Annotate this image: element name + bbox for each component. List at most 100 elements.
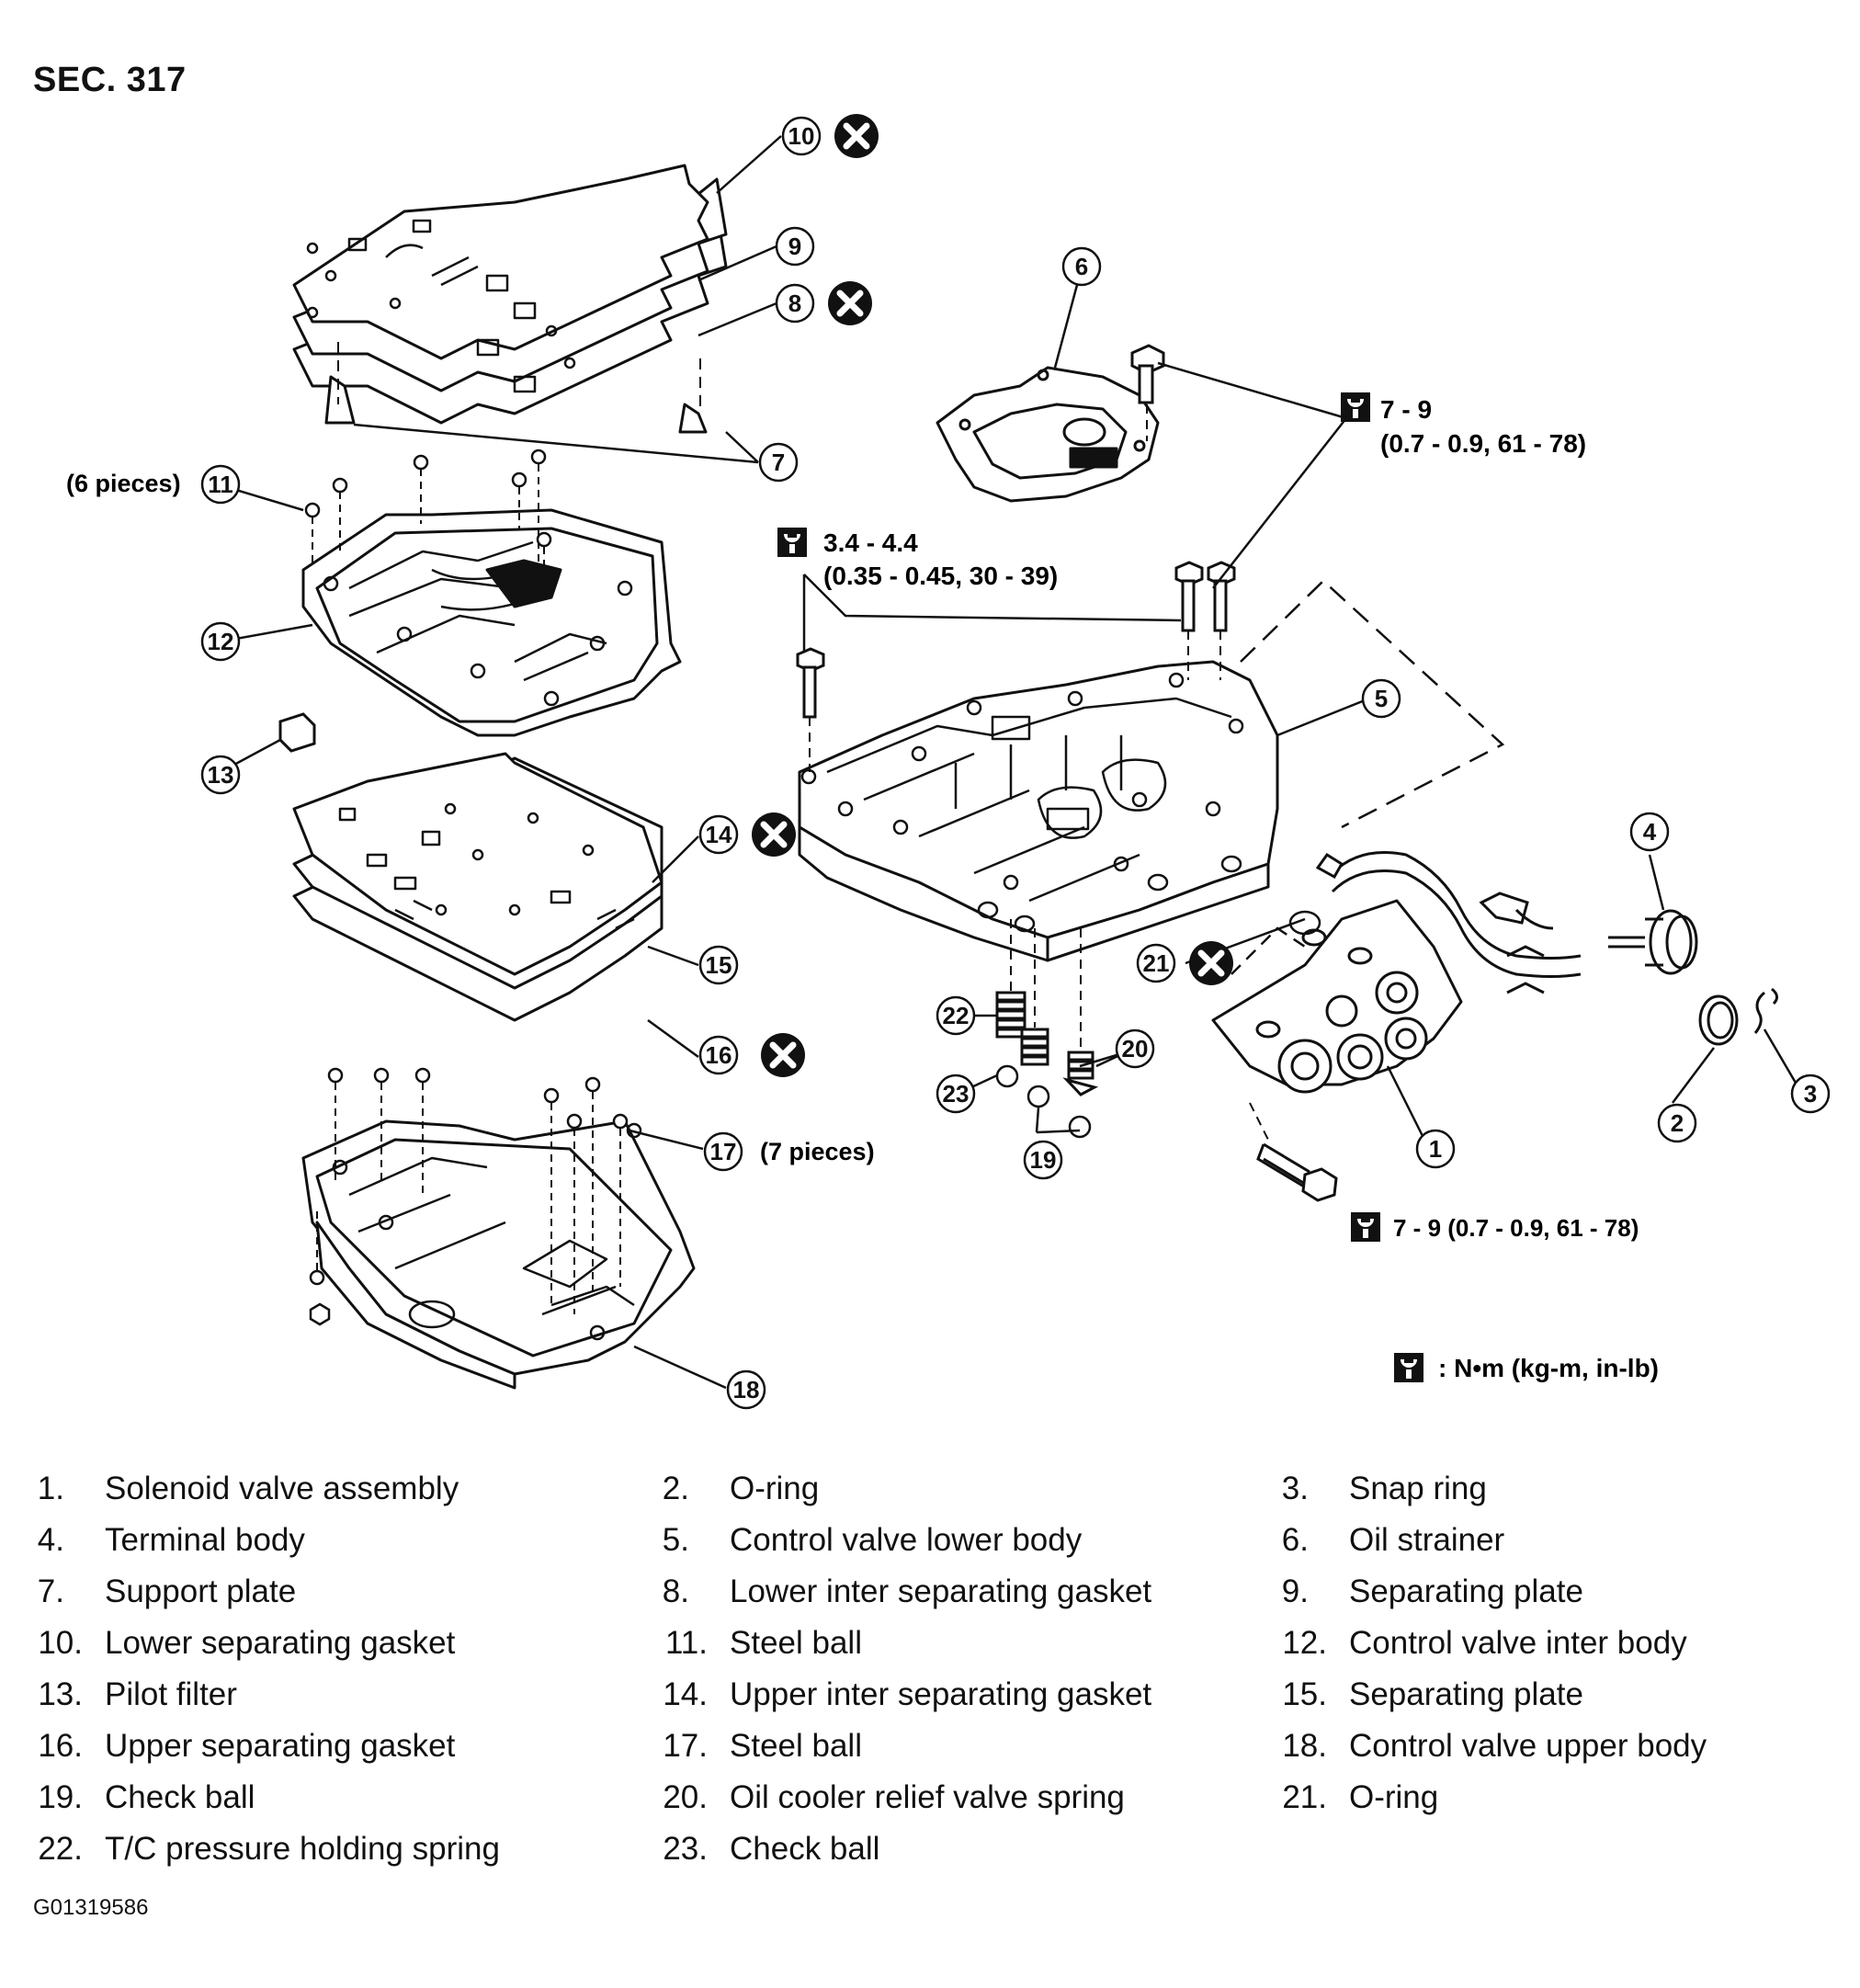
legend-item: 1.Solenoid valve assembly — [37, 1471, 459, 1506]
legend-item: 13.Pilot filter — [38, 1676, 237, 1712]
svg-text:22: 22 — [943, 1002, 970, 1029]
callout-16: 16 — [698, 1035, 739, 1075]
svg-text:14: 14 — [706, 821, 732, 848]
callout-18: 18 — [726, 1369, 766, 1410]
svg-text:13: 13 — [208, 761, 234, 789]
legend-item: 17.Steel ball — [663, 1728, 862, 1764]
legend-item: 20.Oil cooler relief valve spring — [663, 1779, 1125, 1815]
callout-7: 7 — [758, 442, 799, 483]
legend-item: 6.Oil strainer — [1281, 1522, 1505, 1558]
legend-item: 18.Control valve upper body — [1282, 1728, 1707, 1764]
svg-text:15: 15 — [706, 951, 732, 979]
torque-spec-solenoid: 7 - 9 (0.7 - 0.9, 61 - 78) — [1393, 1214, 1639, 1242]
svg-text:3: 3 — [1804, 1080, 1817, 1108]
legend-item: 4.Terminal body — [37, 1522, 305, 1558]
callout-5: 5 — [1361, 678, 1401, 719]
callout-14: 14 — [698, 814, 739, 855]
exploded-view-drawing: 10 9 8 7 6 11 12 13 14 15 16 17 18 5 4 2… — [66, 0, 1831, 1410]
oil-strainer — [936, 366, 1160, 503]
control-valve-inter-body — [301, 508, 682, 737]
svg-text:5: 5 — [1375, 685, 1388, 712]
callout-3: 3 — [1790, 1074, 1831, 1114]
torque-wrench-icon — [777, 528, 807, 557]
lower-body-bolts — [796, 561, 1236, 719]
svg-text:2: 2 — [1671, 1109, 1684, 1137]
leader-lines — [220, 135, 1801, 1390]
svg-text:9: 9 — [788, 233, 801, 260]
x-mark-icon — [761, 1033, 805, 1077]
callout-8: 8 — [775, 283, 815, 324]
legend-item: 14.Upper inter separating gasket — [663, 1676, 1152, 1712]
legend-item: 21.O-ring — [1282, 1779, 1439, 1815]
snap-ring — [1753, 987, 1778, 1034]
callout-11: 11 — [200, 464, 241, 505]
callout-9: 9 — [775, 226, 815, 267]
svg-text:7: 7 — [772, 449, 785, 476]
x-mark-icon — [752, 812, 796, 857]
svg-text:1: 1 — [1429, 1135, 1442, 1163]
torque-spec-lower-body-sub: (0.35 - 0.45, 30 - 39) — [823, 562, 1058, 590]
callout-13: 13 — [200, 755, 241, 795]
legend-item: 16.Upper separating gasket — [38, 1728, 456, 1764]
callout-21: 21 — [1136, 943, 1176, 983]
solenoid-valve-assembly — [1211, 899, 1463, 1094]
six-pieces-label: (6 pieces) — [66, 470, 181, 497]
torque-wrench-icon — [1394, 1353, 1423, 1382]
legend-item: 19.Check ball — [38, 1779, 255, 1815]
terminal-body — [1315, 851, 1698, 994]
torque-units-note: : N•m (kg-m, in-lb) — [1438, 1354, 1659, 1382]
steel-balls-lower — [309, 1067, 629, 1326]
check-balls-lower — [995, 1064, 1092, 1139]
lower-separating-gasket-stack — [292, 164, 728, 434]
oil-cooler-relief-valve-spring — [1020, 1028, 1099, 1096]
legend-item: 23.Check ball — [663, 1831, 880, 1867]
x-mark-icon — [828, 281, 872, 325]
control-valve-lower-body — [798, 660, 1279, 962]
torque-wrench-icon — [1351, 1212, 1380, 1242]
svg-text:12: 12 — [208, 628, 234, 655]
callout-4: 4 — [1629, 812, 1670, 852]
svg-text:18: 18 — [733, 1376, 760, 1403]
callout-12: 12 — [200, 621, 241, 662]
legend-item: 22.T/C pressure holding spring — [38, 1831, 500, 1867]
torque-spec-lower-body-main: 3.4 - 4.4 — [823, 528, 918, 557]
legend-item: 9.Separating plate — [1281, 1573, 1583, 1609]
legend-item: 2.O-ring — [662, 1471, 820, 1506]
control-valve-upper-body — [301, 1119, 696, 1390]
callout-19: 19 — [1023, 1140, 1063, 1180]
callout-6: 6 — [1061, 246, 1102, 287]
callout-15: 15 — [698, 945, 739, 985]
o-ring — [1698, 994, 1739, 1046]
steel-balls-upper — [304, 449, 552, 597]
image-id: G01319586 — [33, 1895, 149, 1920]
x-mark-icon — [1189, 941, 1233, 985]
svg-text:8: 8 — [788, 290, 801, 317]
svg-text:10: 10 — [788, 122, 815, 150]
legend-item: 11.Steel ball — [664, 1625, 862, 1661]
torque-wrench-icon — [1341, 392, 1370, 422]
svg-text:19: 19 — [1030, 1146, 1057, 1174]
legend-item: 3.Snap ring — [1281, 1471, 1487, 1506]
legend-item: 15.Separating plate — [1282, 1676, 1583, 1712]
solenoid-bolt — [1256, 1142, 1338, 1202]
svg-text:21: 21 — [1143, 949, 1170, 977]
callout-23: 23 — [936, 1074, 976, 1114]
callouts: 10 9 8 7 6 11 12 13 14 15 16 17 18 5 4 2… — [200, 116, 1831, 1410]
callout-1: 1 — [1415, 1129, 1456, 1169]
svg-text:11: 11 — [208, 471, 233, 498]
svg-text:4: 4 — [1643, 818, 1657, 846]
legend-item: 12.Control valve inter body — [1282, 1625, 1687, 1661]
callout-17: 17 — [703, 1131, 743, 1172]
legend-item: 10.Lower separating gasket — [38, 1625, 456, 1661]
tc-pressure-holding-spring — [995, 991, 1026, 1039]
upper-separating-gasket-stack — [292, 752, 663, 1022]
legend-item: 7.Support plate — [37, 1573, 297, 1609]
legend-item: 8.Lower inter separating gasket — [662, 1573, 1152, 1609]
torque-spec-strainer-sub: (0.7 - 0.9, 61 - 78) — [1380, 429, 1586, 458]
svg-text:17: 17 — [710, 1138, 737, 1165]
svg-text:23: 23 — [943, 1080, 970, 1108]
svg-text:16: 16 — [706, 1041, 732, 1069]
callout-22: 22 — [936, 995, 976, 1036]
seven-pieces-label: (7 pieces) — [760, 1138, 875, 1165]
